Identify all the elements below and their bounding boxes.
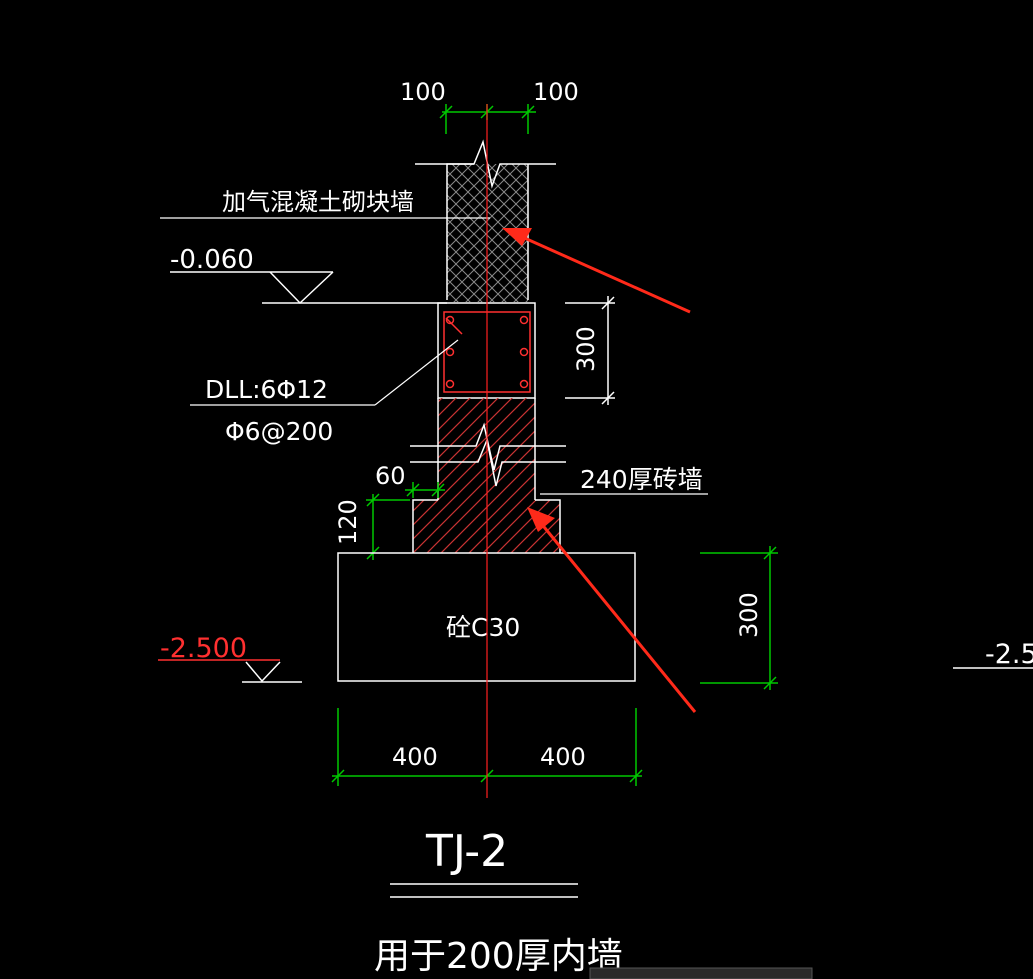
leader-beam (190, 339, 459, 406)
dim-step-height: 120 (334, 499, 362, 545)
dim-top-left: 100 (400, 78, 446, 106)
elevation-marker-ground (170, 271, 447, 305)
dim-bottom-left: 400 (392, 743, 438, 771)
bottom-toolbar-fragment (589, 967, 813, 979)
beam-rebars (445, 315, 529, 389)
dim-bottom-right: 400 (540, 743, 586, 771)
drawing-title-code: TJ-2 (425, 826, 508, 877)
label-beam-main-rebar: DLL:6Φ12 (205, 375, 328, 404)
brick-wall (410, 398, 566, 553)
label-elevation-right-partial: -2.5 (985, 639, 1033, 670)
annotation-arrow-lower (527, 507, 697, 713)
elevation-marker-footing (158, 659, 302, 683)
top-dimension (439, 104, 536, 134)
beam-height-dimension (565, 296, 615, 405)
dim-step-width: 60 (375, 462, 406, 490)
dim-footing-height: 300 (735, 592, 763, 638)
aerated-block-wall (415, 139, 556, 302)
dim-beam-height: 300 (572, 326, 600, 372)
annotation-arrow-upper (502, 228, 691, 314)
label-brick-wall: 240厚砖墙 (580, 465, 703, 494)
footing-height-dimension (700, 546, 778, 690)
label-elevation-ground: -0.060 (170, 245, 254, 275)
dim-top-right: 100 (533, 78, 579, 106)
label-beam-stirrup: Φ6@200 (225, 417, 333, 446)
label-aerated-block-wall: 加气混凝土砌块墙 (222, 188, 414, 216)
drawing-subtitle: 用于200厚内墙 (374, 936, 623, 977)
label-concrete-grade: 砼C30 (446, 613, 520, 642)
label-elevation-footing: -2.500 (160, 633, 247, 664)
step-height-dimension (366, 493, 410, 560)
step-width-dimension (405, 482, 445, 498)
